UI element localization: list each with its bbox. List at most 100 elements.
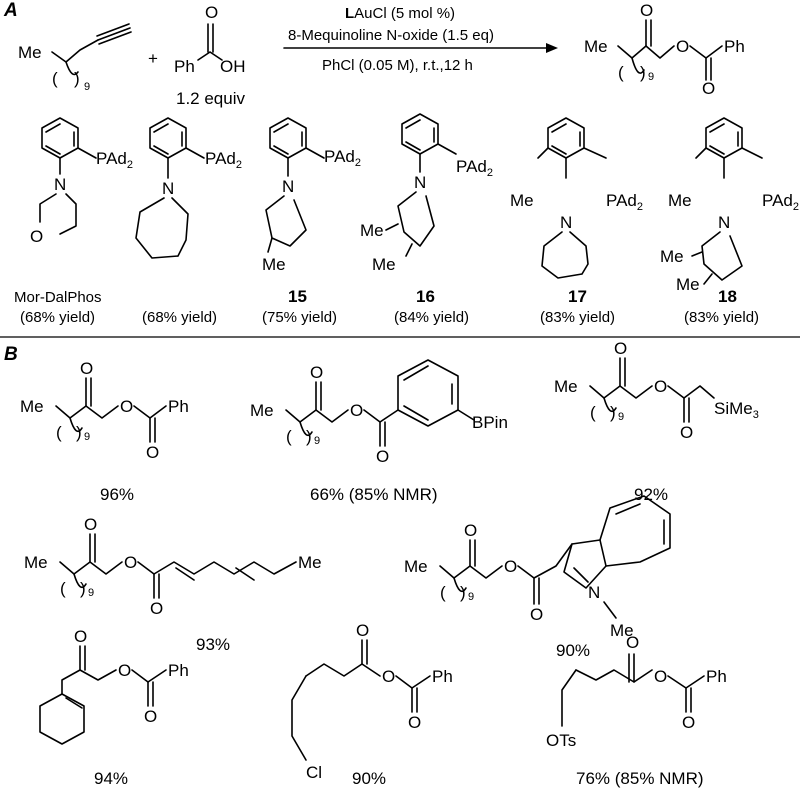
prod-paren: ( bbox=[618, 63, 624, 82]
p3-o1: O bbox=[614, 339, 627, 358]
prod-paren-close: ) bbox=[640, 63, 646, 82]
p4-o3: O bbox=[150, 599, 163, 618]
lig2-n: N bbox=[162, 179, 174, 198]
lig3-me: Me bbox=[262, 255, 286, 274]
lig4-me1: Me bbox=[360, 221, 384, 240]
p7-r: Ph bbox=[432, 667, 453, 686]
lig3-pad-text: PAd bbox=[324, 147, 355, 166]
p6-yield: 94% bbox=[94, 769, 128, 788]
p2-me: Me bbox=[250, 401, 274, 420]
prod-o2: O bbox=[676, 37, 689, 56]
lig2-yield: (68% yield) bbox=[142, 309, 217, 326]
prod-ph: Ph bbox=[724, 37, 745, 56]
p8-o2: O bbox=[654, 667, 667, 686]
p5-o2: O bbox=[504, 557, 517, 576]
lig5-yield: (83% yield) bbox=[540, 309, 615, 326]
p4-paren-close: ) bbox=[80, 579, 86, 598]
product-5: Me O O O N Me ( ) 9 90% bbox=[404, 495, 671, 660]
p5-o3: O bbox=[530, 605, 543, 624]
lig1-yield: (68% yield) bbox=[20, 309, 95, 326]
alkyne-me: Me bbox=[18, 43, 42, 62]
lig5-pad-sub: 2 bbox=[637, 201, 643, 213]
lig6-pad-sub: 2 bbox=[793, 201, 799, 213]
lig2-pad: PAd2 bbox=[205, 149, 242, 171]
section-label-b: B bbox=[4, 344, 18, 365]
p7-cl: Cl bbox=[306, 763, 322, 782]
p6-o3: O bbox=[144, 707, 157, 726]
benzoic-acid: Ph O OH 1.2 equiv bbox=[174, 3, 246, 108]
p7-yield: 90% bbox=[352, 769, 386, 788]
acid-o: O bbox=[205, 3, 218, 22]
p6-o2: O bbox=[118, 661, 131, 680]
product-1: Me O O O Ph ( ) 9 96% bbox=[20, 359, 189, 504]
reaction-arrow bbox=[283, 43, 558, 53]
lig3-pad: PAd2 bbox=[324, 147, 361, 169]
product-3: Me O O O SiMe3 ( ) 9 92% bbox=[554, 339, 759, 504]
lig5-me: Me bbox=[510, 191, 534, 210]
p1-r: Ph bbox=[168, 397, 189, 416]
ligand-piperidine: PAd2 N (68% yield) bbox=[135, 117, 242, 326]
lig1-n: N bbox=[54, 175, 66, 194]
product-6: O O O Ph 94% bbox=[39, 627, 189, 788]
p2-n: 9 bbox=[314, 435, 320, 447]
lig3-yield: (75% yield) bbox=[262, 309, 337, 326]
section-label-a: A bbox=[3, 0, 18, 21]
p4-paren-open: ( bbox=[60, 579, 66, 598]
p1-me: Me bbox=[20, 397, 44, 416]
conditions-line2: 8-Mequinoline N-oxide (1.5 eq) bbox=[288, 27, 494, 44]
p1-o2: O bbox=[120, 397, 133, 416]
lig4-yield: (84% yield) bbox=[394, 309, 469, 326]
plus-sign: + bbox=[148, 49, 158, 68]
p2-paren-close: ) bbox=[306, 427, 312, 446]
p7-o1: O bbox=[356, 621, 369, 640]
p2-r: BPin bbox=[472, 413, 508, 432]
p5-paren-open: ( bbox=[440, 583, 446, 602]
p4-yield: 93% bbox=[196, 635, 230, 654]
p5-me: Me bbox=[404, 557, 428, 576]
product-2: Me O O O BPin ( ) 9 66% (85% NMR) bbox=[250, 359, 508, 504]
p8-ots: OTs bbox=[546, 731, 576, 750]
product-a: Me O O O Ph ( ) 9 bbox=[584, 1, 745, 98]
lig5-number: 17 bbox=[568, 287, 587, 306]
lig4-pad-text: PAd bbox=[456, 157, 487, 176]
lig5-pad-text: PAd bbox=[606, 191, 637, 210]
p4-n: 9 bbox=[88, 587, 94, 599]
p5-paren-close: ) bbox=[460, 583, 466, 602]
p3-yield: 92% bbox=[634, 485, 668, 504]
p4-r: Me bbox=[298, 553, 322, 572]
catalyst-l: L bbox=[345, 5, 354, 22]
alkyne-substrate: Me ( ) 9 bbox=[18, 23, 132, 93]
ligand-18: Me PAd2 N Me Me 18 (83% yield) bbox=[660, 117, 799, 326]
lig1-pad-sub: 2 bbox=[127, 159, 133, 171]
p3-o3: O bbox=[680, 423, 693, 442]
p2-paren-open: ( bbox=[286, 427, 292, 446]
p4-me: Me bbox=[24, 553, 48, 572]
lig3-number: 15 bbox=[288, 287, 307, 306]
prod-chain-n: 9 bbox=[648, 71, 654, 83]
p5-n-atom: N bbox=[588, 583, 600, 602]
p1-o1: O bbox=[80, 359, 93, 378]
p8-yield: 76% (85% NMR) bbox=[576, 769, 704, 788]
lig1-caption: Mor-DalPhos bbox=[14, 289, 102, 306]
p6-o1: O bbox=[74, 627, 87, 646]
p3-paren-open: ( bbox=[590, 403, 596, 422]
alkyne-paren: ( bbox=[52, 69, 58, 88]
p5-yield: 90% bbox=[556, 641, 590, 660]
p2-o2: O bbox=[350, 401, 363, 420]
prod-o3: O bbox=[702, 79, 715, 98]
lig1-pad: PAd2 bbox=[96, 149, 133, 171]
p8-o3: O bbox=[682, 713, 695, 732]
p1-paren-open: ( bbox=[56, 423, 62, 442]
lig6-n: N bbox=[718, 213, 730, 232]
p3-n: 9 bbox=[618, 411, 624, 423]
p2-o1: O bbox=[310, 363, 323, 382]
lig2-pad-text: PAd bbox=[205, 149, 236, 168]
prod-o1: O bbox=[640, 1, 653, 20]
p3-o2: O bbox=[654, 377, 667, 396]
p3-r-text: SiMe bbox=[714, 399, 753, 418]
p6-r: Ph bbox=[168, 661, 189, 680]
acid-ph: Ph bbox=[174, 57, 195, 76]
lig3-pad-sub: 2 bbox=[355, 157, 361, 169]
p8-o1: O bbox=[626, 633, 639, 652]
